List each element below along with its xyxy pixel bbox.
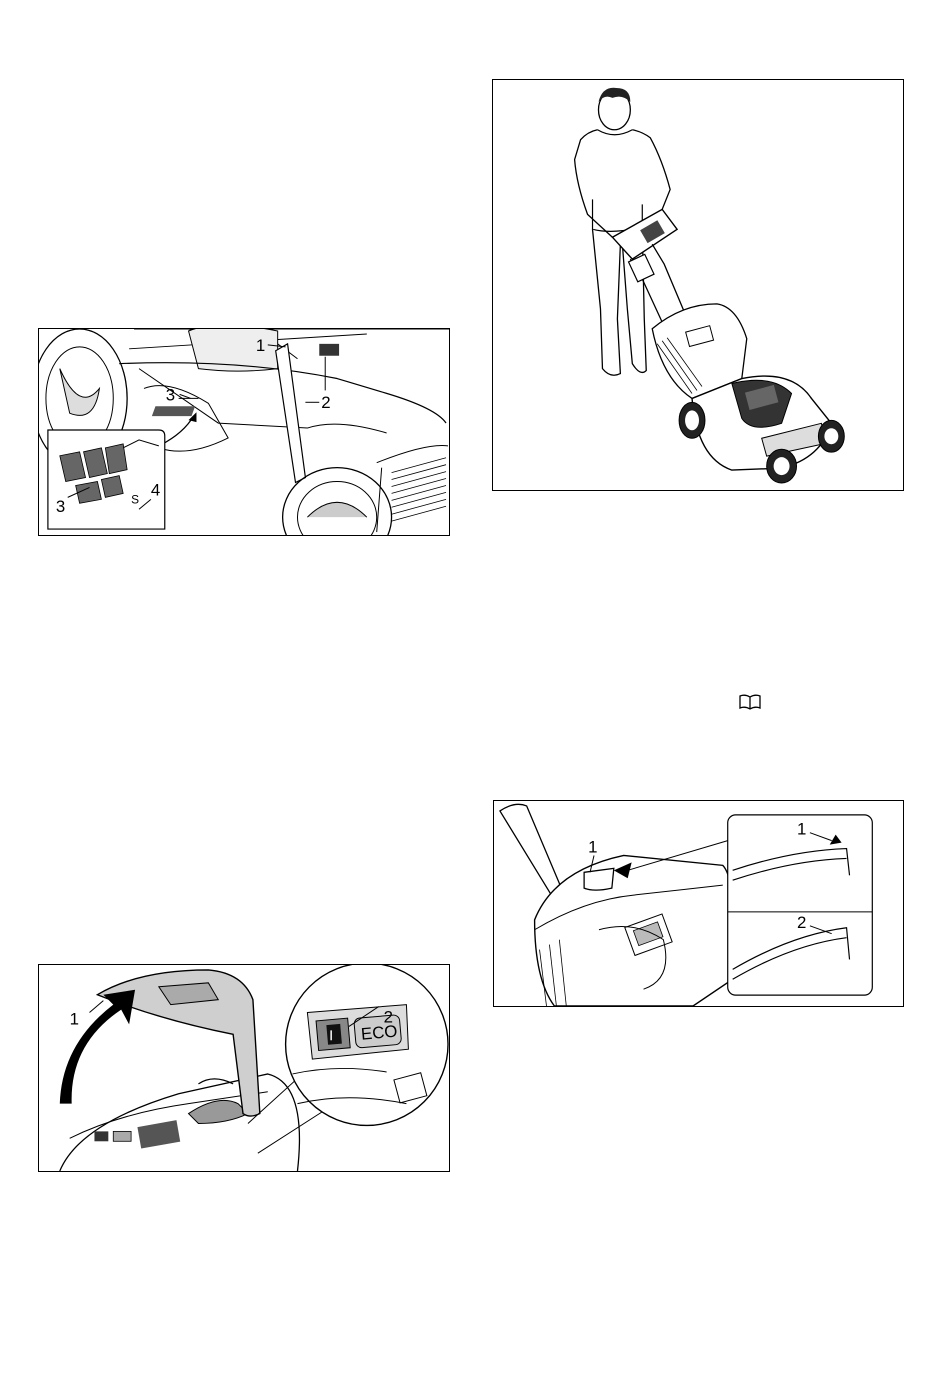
illustration-mower-height-lever: S 1 2 3 3 4: [39, 329, 449, 535]
illustration-battery-cover: ECO 1 2: [39, 965, 449, 1171]
figure-operator-pushing-mower: [492, 79, 904, 491]
figure-grass-catcher-fill-indicator: 1 1 2: [493, 800, 904, 1007]
callout-1-inset: 1: [797, 820, 806, 839]
callout-1-flap: 1: [588, 837, 597, 856]
illustration-fill-indicator: 1 1 2: [494, 801, 903, 1006]
operator-legs: [593, 229, 621, 375]
callout-3-inset: 3: [56, 497, 65, 516]
fill-indicator-flap: [584, 868, 614, 890]
figure-battery-cover-eco-switch: ECO 1 2: [38, 964, 450, 1172]
callout-2: 2: [321, 393, 330, 412]
fill-indicator-inset: [728, 815, 873, 995]
callout-1: 1: [70, 1009, 79, 1028]
book-icon: [739, 694, 761, 710]
figure-cutting-height-adjustment: S 1 2 3 3 4: [38, 328, 450, 536]
height-scale: [152, 398, 199, 416]
lever-button: [319, 344, 339, 356]
scale-letter: S: [131, 492, 139, 506]
callout-3-deck: 3: [166, 385, 175, 404]
callout-2-inset: 2: [797, 913, 806, 932]
open-direction-arrow: [60, 990, 135, 1104]
callout-4: 4: [151, 480, 160, 499]
callout-2: 2: [384, 1007, 393, 1026]
height-adjust-lever: [276, 344, 306, 483]
switch-detail-magnifier: ECO: [286, 965, 448, 1125]
illustration-operator-with-mower: [493, 80, 903, 490]
callout-1: 1: [256, 336, 265, 355]
power-switch: [326, 1024, 342, 1045]
scale-detail-inset: S: [48, 430, 165, 529]
